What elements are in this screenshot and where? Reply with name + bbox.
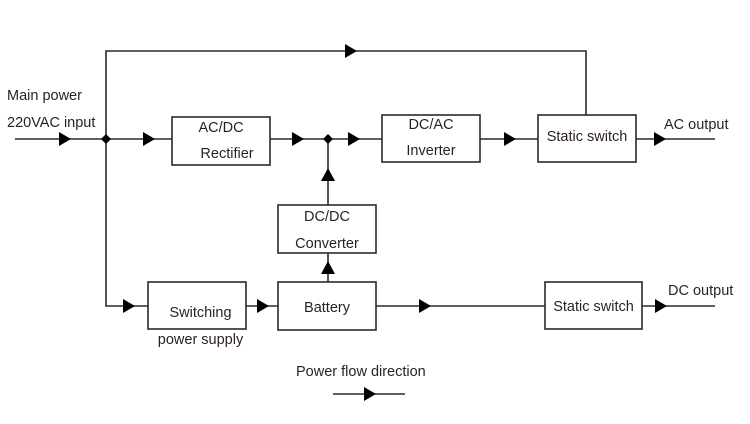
- battery-block: [277, 281, 377, 331]
- arrow-to-battery: [257, 299, 269, 313]
- static-switch-dc-block: [544, 281, 643, 330]
- static-switch-ac-label: Static switch: [546, 129, 628, 145]
- arrow-bypass: [345, 44, 357, 58]
- arrow-dc-output: [655, 299, 667, 313]
- arrow-ac-output: [654, 132, 666, 146]
- dcdc-subtitle: Converter: [295, 236, 359, 252]
- arrow-to-static-switch: [504, 132, 516, 146]
- arrow-to-rectifier: [143, 132, 155, 146]
- inverter-title: DC/AC: [408, 117, 454, 133]
- switching-psu-title: Switching: [169, 305, 232, 321]
- ac-output-label: AC output: [664, 117, 729, 133]
- rectifier-subtitle: Rectifier: [200, 146, 254, 162]
- legend-label: Power flow direction: [296, 364, 426, 380]
- inverter-subtitle: Inverter: [406, 143, 456, 159]
- main-power-label: Main power: [7, 88, 82, 104]
- junction-dc-node: [323, 134, 333, 144]
- arrow-input: [59, 132, 71, 146]
- rectifier-block: [171, 116, 271, 166]
- dcdc-title: DC/DC: [304, 209, 350, 225]
- main-power-voltage-label: 220VAC input: [7, 115, 96, 131]
- inverter-block: [381, 114, 481, 163]
- static-switch-dc-label: Static switch: [553, 299, 634, 315]
- rectifier-title: AC/DC: [198, 120, 244, 136]
- dcdc-converter-block: [277, 204, 377, 254]
- switching-psu-block: [147, 281, 247, 330]
- arrow-to-inverter: [348, 132, 360, 146]
- junction-input-node: [101, 134, 111, 144]
- legend-arrow-icon: [364, 387, 376, 401]
- battery-label: Battery: [304, 300, 350, 316]
- arrow-to-switching-psu: [123, 299, 135, 313]
- wire-to-switching-psu: [105, 139, 148, 307]
- switching-psu-subtitle: power supply: [157, 332, 244, 348]
- dc-output-label: DC output: [668, 283, 734, 299]
- arrow-battery-up: [321, 261, 335, 274]
- arrow-from-rectifier: [292, 132, 304, 146]
- arrow-dcdc-up: [321, 168, 335, 181]
- arrow-battery-to-dc-switch: [419, 299, 431, 313]
- static-switch-ac-block: [537, 114, 637, 163]
